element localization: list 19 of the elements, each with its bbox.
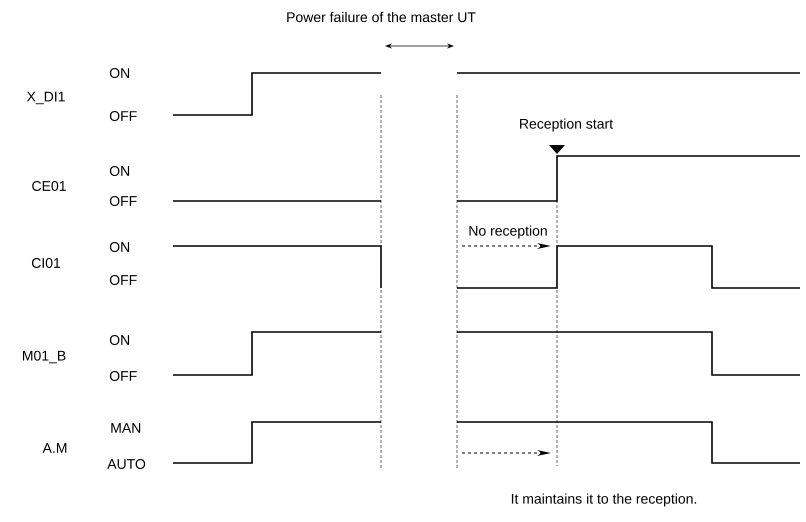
annotation: No reception (469, 225, 547, 239)
state-label: OFF (110, 196, 137, 206)
signal-name: CE01 (32, 181, 66, 191)
annotation: Power failure of the master UT (287, 12, 476, 22)
annotation: Reception start (520, 118, 613, 132)
state-label: OFF (110, 275, 137, 285)
signal-name: X_DI1 (26, 92, 65, 104)
state-label: AUTO (107, 459, 146, 469)
state-label: ON (110, 166, 130, 176)
state-label: MAN (111, 423, 140, 433)
annotation: It maintains it to the reception. (512, 493, 696, 507)
state-label: ON (110, 242, 130, 252)
state-label: ON (110, 335, 130, 345)
signal-name: A.M (42, 443, 66, 453)
state-label: OFF (110, 111, 137, 121)
state-label: ON (110, 68, 130, 78)
signal-name: M01_B (22, 350, 66, 364)
state-label: OFF (110, 371, 137, 381)
signal-name: CI01 (32, 258, 60, 268)
